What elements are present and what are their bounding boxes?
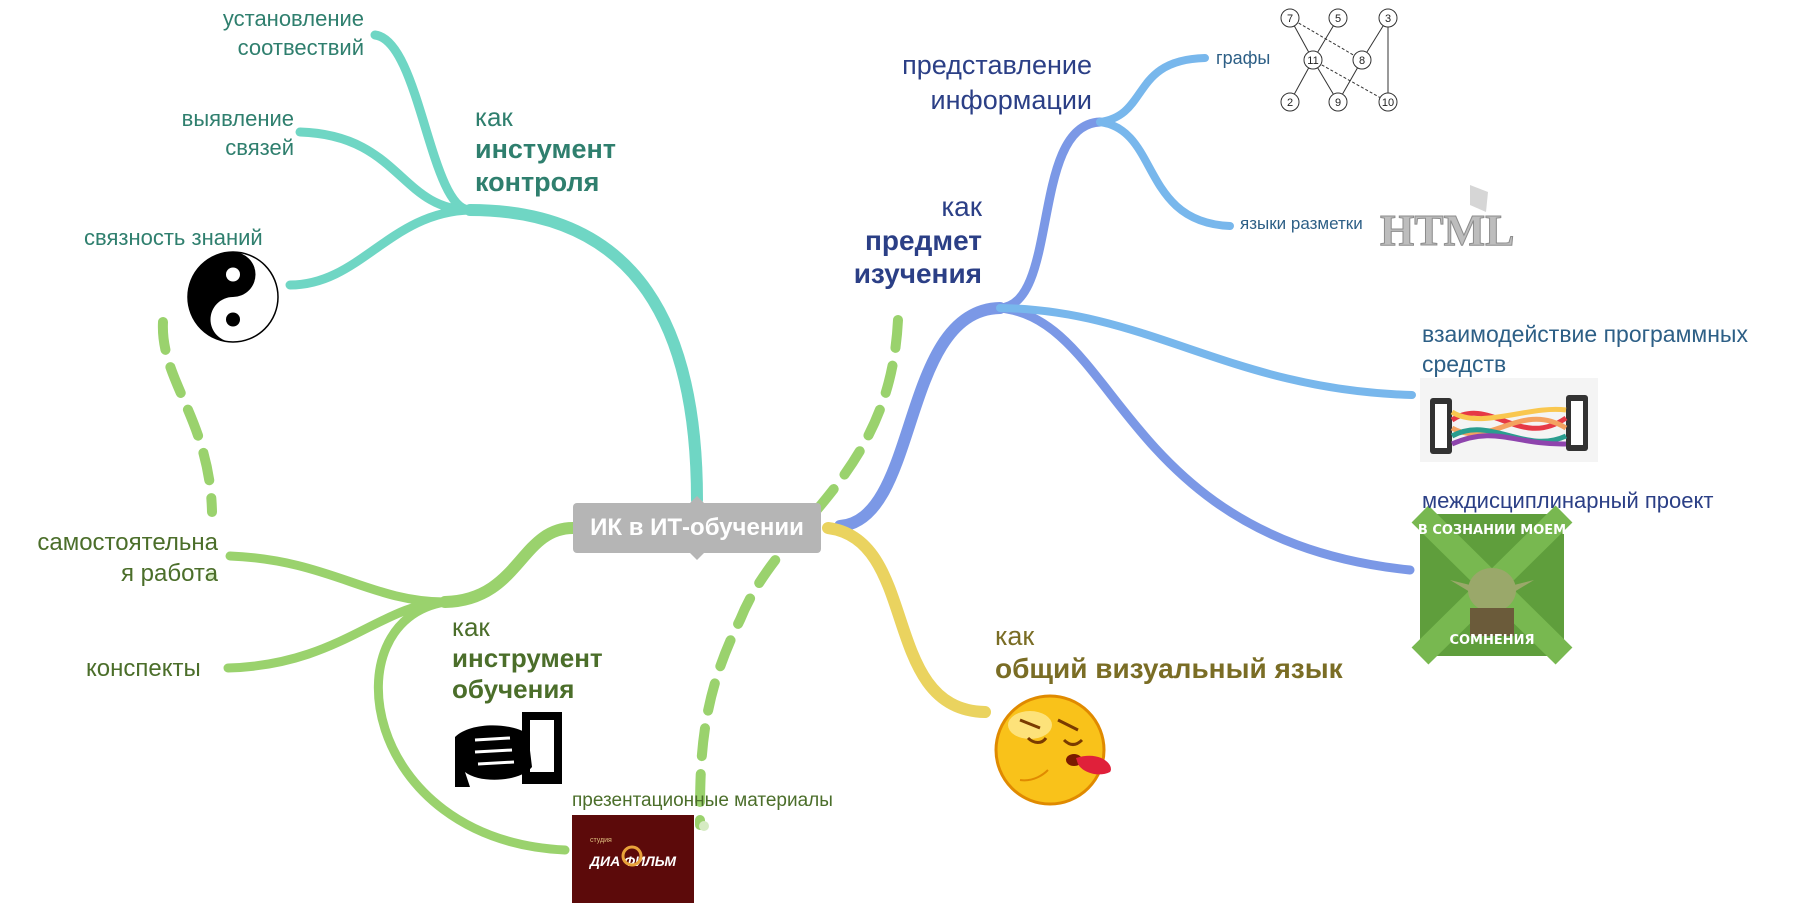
branch-subject-light — [996, 54, 1416, 399]
node-visual-pre: как — [995, 621, 1035, 651]
node-subject-pre: как — [941, 191, 982, 222]
fist-tablet-icon — [455, 712, 562, 787]
yoda-meme-picture: В СОЗНАНИИ МОЕМ СОМНЕНИЯ — [1411, 505, 1573, 665]
graph-node-label: 3 — [1385, 13, 1391, 25]
node-match-line2: соотвествий — [237, 34, 364, 60]
dashed-links — [157, 315, 903, 830]
node-independent-line2: я работа — [121, 560, 218, 588]
html-logo-text: HTML — [1380, 206, 1514, 255]
center-expand-top — [689, 496, 705, 504]
branch-control — [285, 30, 703, 506]
node-subject-main2: изучения — [853, 258, 982, 290]
yin-yang-icon — [187, 251, 279, 343]
ribbon-tablets-picture — [1420, 378, 1598, 462]
node-teaching-main1: инструмент — [452, 643, 603, 674]
node-teaching-main2: обучения — [452, 674, 575, 705]
meme-bottom-text: СОМНЕНИЯ — [1449, 633, 1534, 648]
node-teaching-pre: как — [452, 612, 490, 642]
node-control[interactable]: как инстумент контроля — [475, 102, 616, 198]
branch-subject — [834, 117, 1415, 575]
node-interaction-line1: взаимодействие программных — [1422, 321, 1748, 347]
endpoint-dot — [207, 571, 217, 581]
node-independent[interactable]: самостоятельна я работа — [8, 527, 218, 589]
node-notes[interactable]: конспекты — [86, 655, 201, 682]
node-match-line1: установление — [222, 6, 364, 31]
center-expand-bottom — [689, 552, 705, 560]
node-project[interactable]: междисциплинарный проект — [1422, 488, 1714, 513]
central-topic[interactable]: ИК в ИТ-обучении — [573, 496, 821, 560]
node-graphs[interactable]: графы — [1216, 48, 1271, 68]
node-subject[interactable]: как предмет изучения — [830, 190, 982, 291]
node-coherence[interactable]: связность знаний — [84, 225, 263, 250]
central-topic-label: ИК в ИТ-обучении — [590, 514, 804, 541]
node-presentation[interactable]: презентационные материалы — [572, 790, 833, 811]
node-visual-main: общий визуальный язык — [995, 653, 1343, 685]
node-links[interactable]: выявление связей — [150, 105, 294, 162]
node-representation-line1: представление — [902, 50, 1092, 80]
graph-node-label: 9 — [1335, 97, 1341, 109]
node-markup[interactable]: языки разметки — [1240, 214, 1363, 233]
meme-top-text: В СОЗНАНИИ МОЕМ — [1418, 523, 1566, 538]
graph-diagram: 7 5 3 11 8 2 9 10 — [1280, 8, 1398, 112]
branch-teaching — [223, 522, 579, 855]
node-representation[interactable]: представление информации — [870, 48, 1092, 118]
node-control-pre: как — [475, 102, 513, 132]
graph-node-label: 11 — [1307, 55, 1318, 67]
node-representation-line2: информации — [930, 85, 1092, 116]
tongue-smiley-icon — [994, 694, 1111, 806]
node-links-line2: связей — [225, 134, 294, 160]
node-interaction[interactable]: взаимодействие программных средств — [1422, 320, 1748, 380]
graph-node-label: 10 — [1382, 97, 1394, 109]
node-subject-main1: предмет — [865, 224, 982, 256]
graph-node-label: 2 — [1287, 97, 1293, 109]
node-control-main1: инстумент — [475, 134, 616, 165]
diafilm-text: ДИА ФИЛЬМ — [589, 853, 677, 869]
graph-node-label: 5 — [1335, 13, 1341, 25]
html-logo-icon: HTML — [1380, 185, 1515, 256]
node-teaching[interactable]: как инструмент обучения — [452, 612, 603, 706]
diafilm-small-text: студия — [590, 837, 612, 844]
diafilm-logo: студия ДИА ФИЛЬМ — [572, 815, 694, 903]
branch-visual — [822, 522, 991, 718]
graph-node-label: 7 — [1287, 13, 1293, 25]
node-match[interactable]: установление соотвествий — [200, 5, 364, 62]
node-independent-line1: самостоятельна — [37, 529, 218, 556]
graph-node-label: 8 — [1359, 55, 1365, 67]
node-links-line1: выявление — [181, 106, 294, 131]
endpoint-dot — [699, 821, 709, 831]
node-interaction-line2: средств — [1422, 350, 1507, 377]
node-control-main2: контроля — [475, 166, 600, 197]
node-visual[interactable]: как общий визуальный язык — [995, 620, 1343, 686]
